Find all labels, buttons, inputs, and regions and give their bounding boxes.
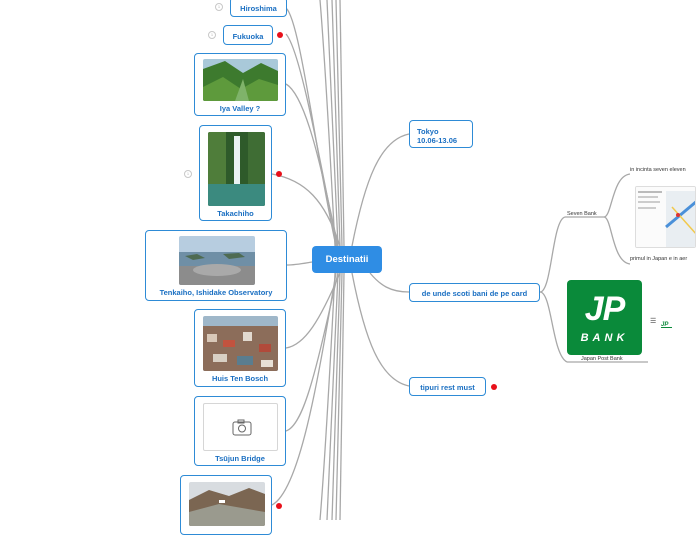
node-tipuri-rest[interactable]: tipuri rest must [409,377,486,396]
observatory-image [179,236,255,285]
node-takachiho[interactable]: Takachiho [199,125,272,221]
map-screenshot-image [635,186,696,248]
node-fukuoka[interactable]: Fukuoka [223,25,273,45]
root-node[interactable]: Destinatii [312,246,382,273]
node-iya-valley[interactable]: Iya Valley ? [194,53,286,116]
node-bani-card[interactable]: de unde scoti bani de pe card [409,283,540,302]
jp-logo-sub: BANK [580,332,629,344]
node-hiroshima[interactable]: Hiroshima [230,0,287,17]
seven-note-bottom[interactable]: primul in Japan e in aer [630,256,688,262]
japan-post-logo: JP BANK [567,280,642,355]
notes-icon[interactable]: ☰ [650,318,657,325]
node-label: tipuri rest must [420,383,475,392]
node-tokyo[interactable]: Tokyo 10.06-13.06 [409,120,473,148]
collapsed-count-badge[interactable]: 1 [215,3,223,11]
seven-bank-label[interactable]: Seven Bank [567,211,597,217]
japan-post-label[interactable]: Japan Post Bank [581,356,623,362]
image-placeholder [203,403,278,451]
node-label: de unde scoti bani de pe card [421,289,528,298]
node-tenkaiho[interactable]: Tenkaiho, Ishidake Observatory [145,230,287,301]
node-label: Tokyo [417,127,439,136]
connector-lines [271,0,648,520]
town-image [203,316,278,371]
node-dates: 10.06-13.06 [417,136,458,145]
node-label: Iya Valley ? [219,104,261,113]
collapsed-count-badge[interactable]: 1 [208,31,216,39]
mountain-image [189,482,265,526]
node-label: Huis Ten Bosch [211,374,269,383]
node-label: Fukuoka [232,32,264,41]
valley-image [203,59,278,101]
svg-text:JP: JP [661,322,669,328]
camera-icon [232,419,252,436]
jp-logo-text: JP [584,290,626,328]
marker-dot [276,171,282,177]
marker-dot [491,384,497,390]
node-tsujun-bridge[interactable]: Tsūjun Bridge [194,396,286,466]
marker-dot [277,32,283,38]
node-label: Hiroshima [240,4,277,13]
collapsed-count-badge[interactable]: 1 [184,170,192,178]
node-mountain-image[interactable] [180,475,272,535]
jp-mini-logo-icon: JP [660,316,674,328]
node-huis-ten-bosch[interactable]: Huis Ten Bosch [194,309,286,387]
node-label: Takachiho [217,209,254,218]
root-label: Destinatii [325,254,369,265]
node-label: Tsūjun Bridge [215,454,265,463]
seven-note-top[interactable]: in incinta seven eleven [630,167,686,173]
waterfall-image [208,132,265,206]
marker-dot [276,503,282,509]
node-label: Tenkaiho, Ishidake Observatory [159,288,273,297]
